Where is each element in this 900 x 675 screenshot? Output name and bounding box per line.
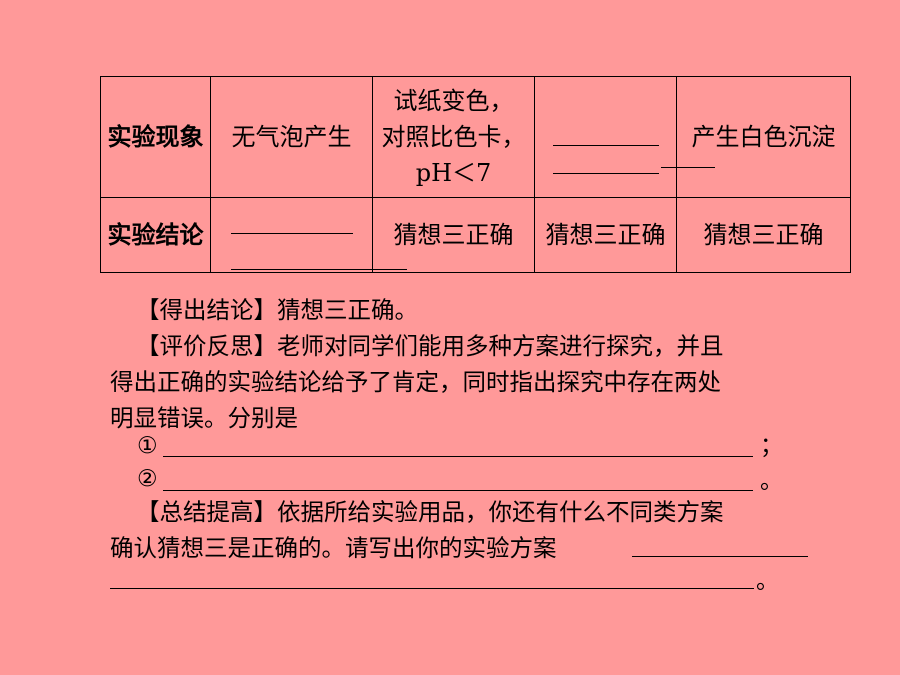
cell-blank-phenomenon bbox=[534, 76, 677, 198]
item-1-end: ； bbox=[760, 433, 783, 459]
ph-line-1: 试纸变色， bbox=[393, 87, 514, 115]
answer-blank-line bbox=[553, 145, 659, 146]
item-2-end: 。 bbox=[760, 468, 783, 494]
answer-blank-line bbox=[163, 490, 753, 491]
cell-hypothesis-3-b: 猜想三正确 bbox=[534, 197, 677, 273]
reflection-line-1: 【评价反思】老师对同学们能用多种方案进行探究，并且 bbox=[136, 332, 724, 360]
answer-blank-line bbox=[231, 269, 407, 270]
answer-blank-line bbox=[231, 233, 353, 234]
ph-line-2: 对照比色卡， bbox=[381, 123, 526, 151]
row-header-phenomenon: 实验现象 bbox=[100, 76, 211, 198]
cell-white-precipitate: 产生白色沉淀 bbox=[661, 76, 851, 198]
table-row-phenomenon: 实验现象 无气泡产生 试纸变色， 对照比色卡， pH＜7 产生白色沉淀 bbox=[100, 76, 851, 198]
answer-blank-line bbox=[553, 173, 659, 174]
answer-blank-line bbox=[661, 167, 715, 168]
reflection-line-2: 得出正确的实验结论给予了肯定，同时指出探究中存在两处 bbox=[110, 368, 721, 396]
cell-no-bubbles: 无气泡产生 bbox=[210, 76, 373, 198]
cell-hypothesis-3-c: 猜想三正确 bbox=[676, 197, 851, 273]
summary-line-2: 确认猜想三是正确的。请写出你的实验方案 bbox=[110, 534, 557, 562]
answer-blank-line bbox=[163, 456, 753, 457]
item-1-marker: ① bbox=[137, 433, 158, 459]
cell-hypothesis-3-a: 猜想三正确 bbox=[372, 197, 535, 273]
answer-blank-line bbox=[110, 588, 754, 589]
white-precipitate-text: 产生白色沉淀 bbox=[691, 123, 836, 151]
cell-ph-result: 试纸变色， 对照比色卡， pH＜7 bbox=[372, 76, 535, 198]
row-header-conclusion: 实验结论 bbox=[100, 197, 211, 273]
ph-line-3: pH＜7 bbox=[415, 159, 492, 187]
item-2-marker: ② bbox=[137, 466, 158, 492]
answer-blank-line bbox=[632, 556, 808, 557]
experiment-table: 实验现象 无气泡产生 试纸变色， 对照比色卡， pH＜7 产生白色沉淀 实验结论… bbox=[100, 76, 851, 273]
summary-end: 。 bbox=[756, 568, 779, 594]
summary-line-1: 【总结提高】依据所给实验用品，你还有什么不同类方案 bbox=[136, 498, 724, 526]
reflection-line-3: 明显错误。分别是 bbox=[110, 404, 298, 432]
conclusion-paragraph: 【得出结论】猜想三正确。 bbox=[136, 296, 418, 324]
table-row-conclusion: 实验结论 猜想三正确 猜想三正确 猜想三正确 bbox=[100, 197, 851, 273]
cell-blank-conclusion bbox=[210, 197, 407, 273]
